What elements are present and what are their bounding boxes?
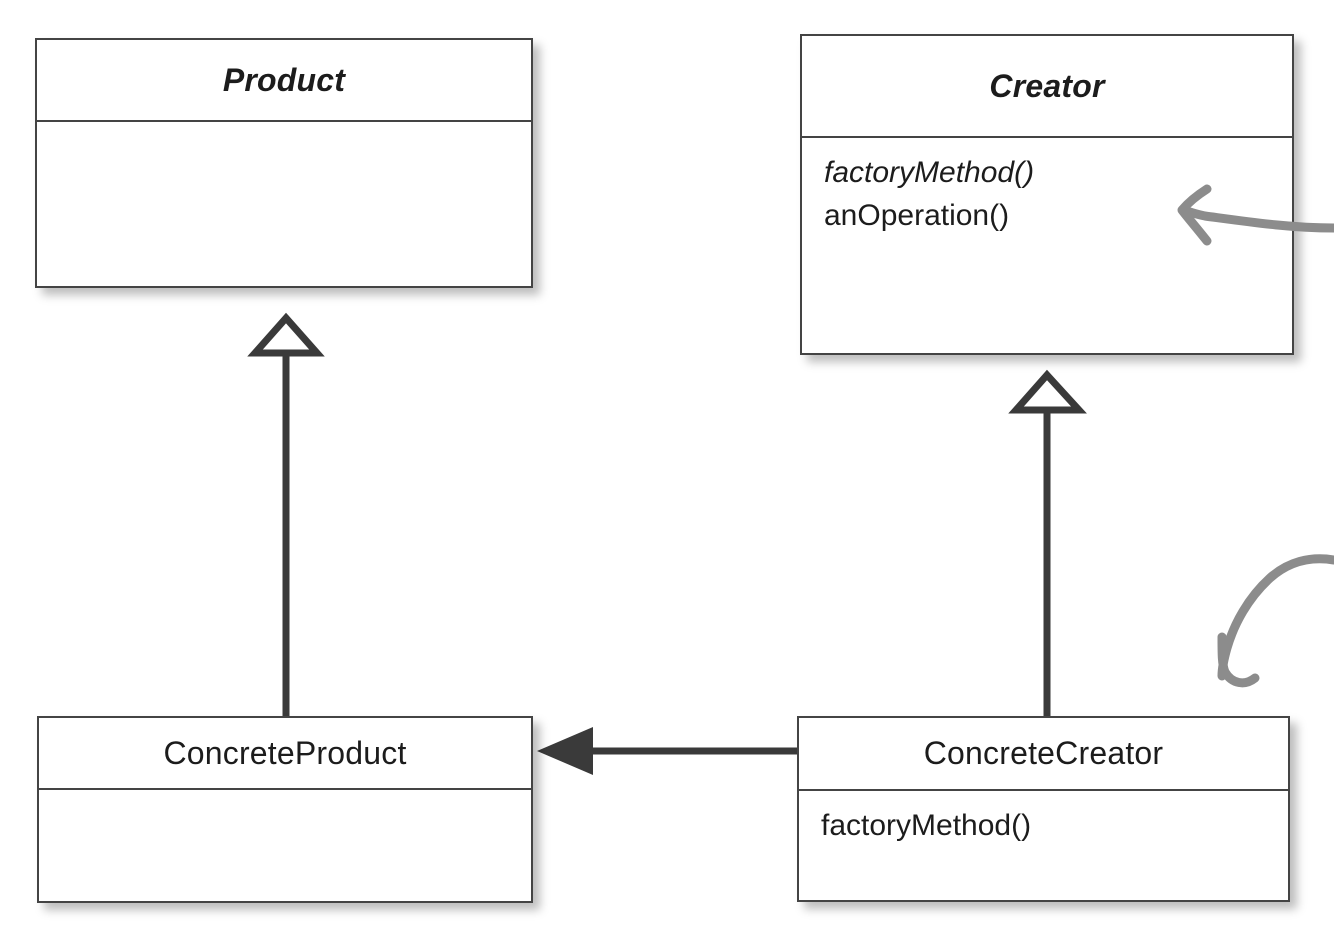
uml-class-concreteproduct-members bbox=[39, 790, 531, 903]
uml-class-concretecreator-title: ConcreteCreator bbox=[923, 735, 1164, 771]
association-concretecreator-to-concreteproduct bbox=[537, 727, 797, 775]
generalization-concretecreator-to-creator bbox=[1008, 369, 1087, 716]
uml-class-concretecreator-members: factoryMethod() bbox=[799, 791, 1288, 902]
uml-class-creator-members: factoryMethod() anOperation() bbox=[802, 138, 1292, 353]
uml-member-creator-factorymethod: factoryMethod() bbox=[824, 156, 1035, 189]
uml-class-creator[interactable]: Creator factoryMethod() anOperation() bbox=[800, 34, 1294, 355]
uml-class-creator-divider bbox=[802, 136, 1292, 138]
uml-class-concreteproduct-divider bbox=[39, 788, 531, 790]
uml-class-concreteproduct[interactable]: ConcreteProduct bbox=[37, 716, 533, 903]
generalization-concreteproduct-to-product bbox=[247, 312, 325, 716]
annot-curved-pointer-icon bbox=[1217, 554, 1334, 688]
uml-class-product[interactable]: Product bbox=[35, 38, 533, 288]
uml-member-creator-anoperation: anOperation() bbox=[824, 198, 1010, 232]
uml-class-product-members bbox=[37, 122, 531, 286]
hollow-triangle-product bbox=[247, 312, 325, 357]
uml-class-concretecreator[interactable]: ConcreteCreator factoryMethod() bbox=[797, 716, 1290, 902]
uml-class-concretecreator-divider bbox=[799, 789, 1288, 791]
uml-class-product-title: Product bbox=[222, 61, 346, 98]
uml-class-creator-title: Creator bbox=[989, 67, 1105, 104]
uml-class-concreteproduct-title: ConcreteProduct bbox=[163, 734, 407, 771]
uml-member-concretecreator-factorymethod: factoryMethod() bbox=[821, 809, 1032, 842]
solid-arrowhead-creates bbox=[537, 727, 593, 775]
hollow-triangle-creator bbox=[1008, 369, 1087, 414]
uml-class-product-divider bbox=[37, 120, 531, 122]
